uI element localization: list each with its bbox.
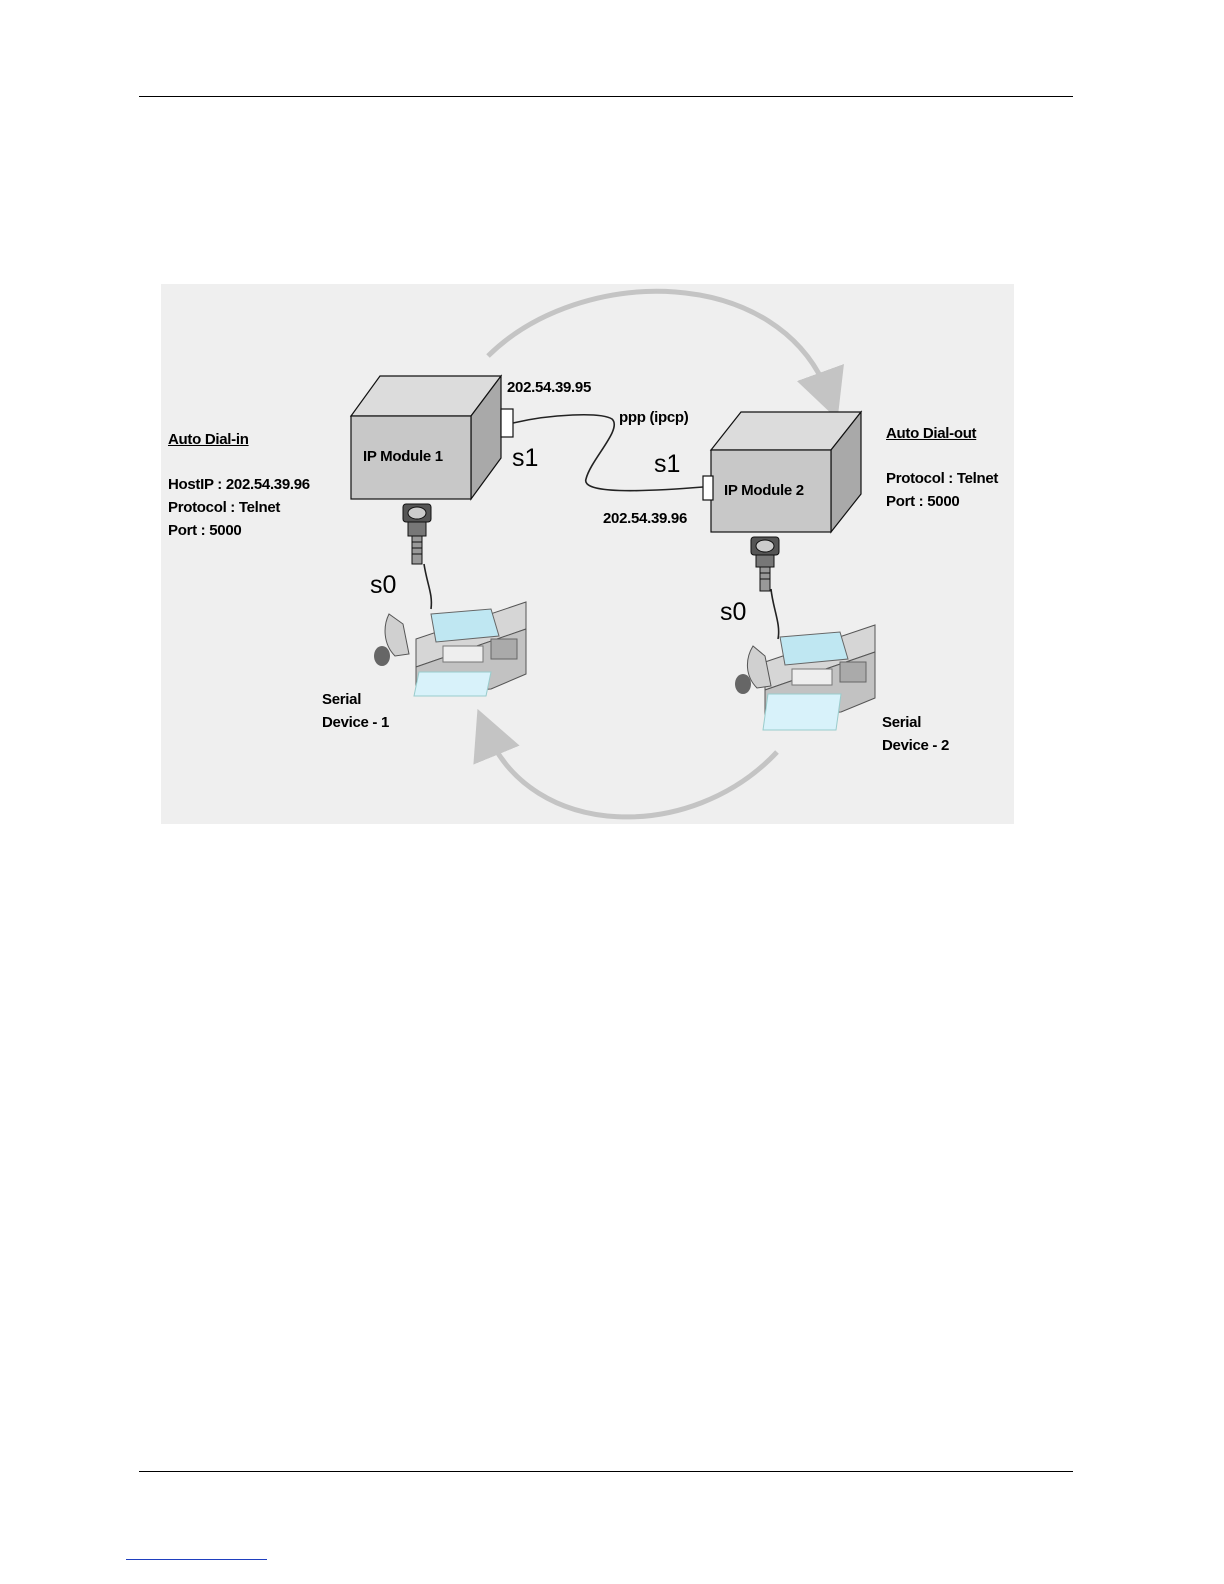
device1-line1: Serial [322,688,389,711]
ppp-link-label: ppp (ipcp) [619,409,688,426]
module1-s0-label: s0 [370,571,396,600]
host-ip-line: HostIP : 202.54.39.96 [168,473,310,496]
module1-label: IP Module 1 [363,448,443,465]
header-rule [139,96,1073,97]
device2-label: Serial Device - 2 [882,711,949,757]
serial-connector-1 [403,504,431,564]
serial-cable-2 [771,589,779,639]
port-line-left: Port : 5000 [168,519,310,542]
ip-module-2-box [703,412,861,532]
protocol-line-left: Protocol : Telnet [168,496,310,519]
fax-machine-1 [374,602,526,696]
port-line-right: Port : 5000 [886,490,998,513]
auto-dial-in-panel: Auto Dial-in HostIP : 202.54.39.96 Proto… [168,428,310,542]
device2-line1: Serial [882,711,949,734]
device2-line2: Device - 2 [882,734,949,757]
device1-line2: Device - 1 [322,711,389,734]
module1-ip: 202.54.39.95 [507,379,591,396]
module2-ip: 202.54.39.96 [603,510,687,527]
bottom-curved-arrow [487,732,777,817]
device1-label: Serial Device - 1 [322,688,389,734]
module2-s1-label: s1 [654,450,680,479]
footnote-link-rule [126,1559,267,1560]
ip-module-1-box [351,376,513,499]
serial-cable-1 [424,564,431,609]
auto-dial-out-heading: Auto Dial-out [886,422,998,445]
footer-rule [139,1471,1073,1472]
auto-dial-out-panel: Auto Dial-out Protocol : Telnet Port : 5… [886,422,998,513]
protocol-line-right: Protocol : Telnet [886,467,998,490]
auto-dial-in-heading: Auto Dial-in [168,428,310,451]
module2-label: IP Module 2 [724,482,804,499]
serial-connector-2 [751,537,779,591]
module2-s0-label: s0 [720,598,746,627]
fax-machine-2 [735,625,875,730]
module1-s1-label: s1 [512,444,538,473]
network-diagram: Auto Dial-in HostIP : 202.54.39.96 Proto… [161,284,1014,824]
